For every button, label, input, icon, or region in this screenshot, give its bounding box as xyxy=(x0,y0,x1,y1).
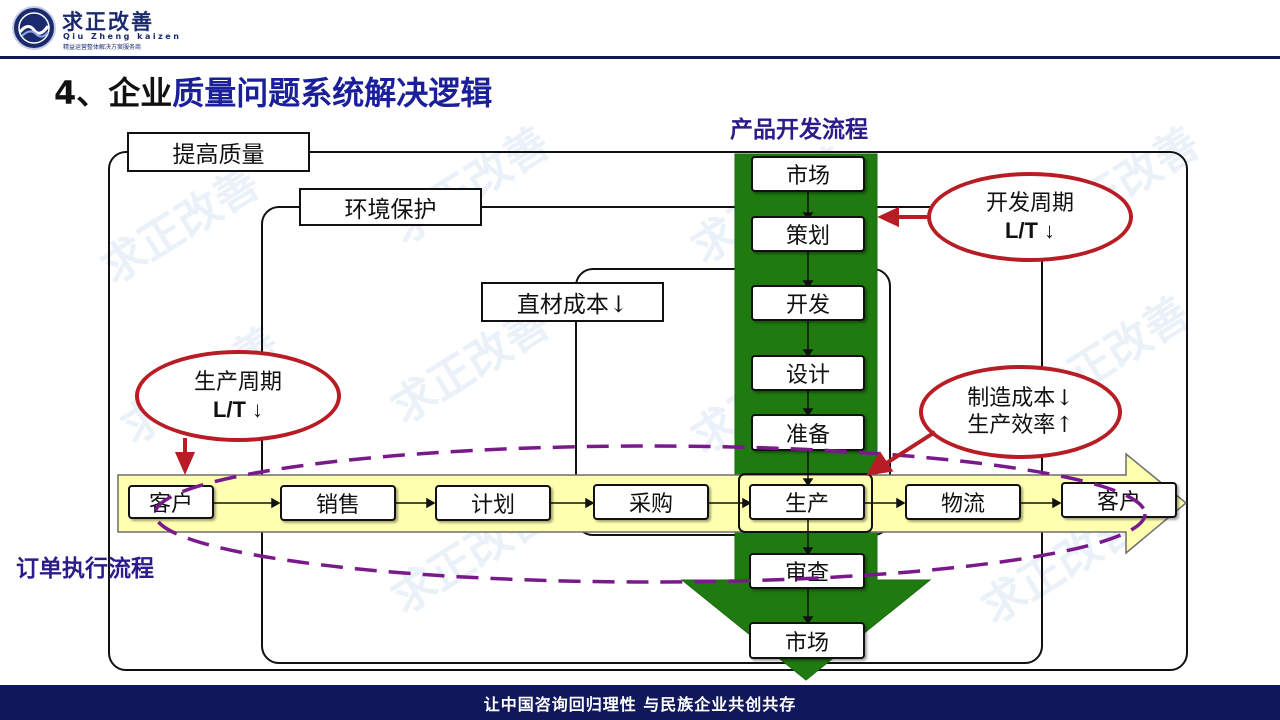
product-step-development: 开发 xyxy=(751,285,865,321)
material-cost-frame xyxy=(575,268,891,536)
order-step-planning: 计划 xyxy=(435,485,551,521)
callout-prod-cycle: 生产周期 L/T ↓ xyxy=(135,350,341,442)
logo-icon xyxy=(12,6,56,50)
product-step-review: 审查 xyxy=(749,553,865,589)
callout-prod-cycle-lt: L/T ↓ xyxy=(212,397,264,422)
production-highlight xyxy=(738,473,873,533)
order-step-customer: 客户 xyxy=(128,485,214,519)
callout-mfg-efficiency: 生产效率↑ xyxy=(967,413,1074,438)
order-flow-dashed-ellipse xyxy=(153,444,1147,584)
quality-frame xyxy=(108,151,1188,671)
footer-slogan: 让中国咨询回归理性 与民族企业共创共存 xyxy=(0,685,1280,720)
product-step-planning: 策划 xyxy=(751,216,865,252)
label-quality: 提高质量 xyxy=(127,132,310,172)
product-flow-connectors xyxy=(802,192,814,625)
order-step-purchasing: 采购 xyxy=(593,484,709,520)
product-flow-label: 产品开发流程 xyxy=(730,117,868,143)
callout-mfg: 制造成本↓ 生产效率↑ xyxy=(919,365,1122,459)
order-step-customer-end: 客户 xyxy=(1061,482,1177,518)
product-step-market-end: 市场 xyxy=(749,622,865,659)
page-title: 4、企业质量问题系统解决逻辑 xyxy=(54,68,492,114)
title-prefix: 4、企业 xyxy=(54,74,173,112)
product-step-production: 生产 xyxy=(749,484,865,520)
product-step-design: 设计 xyxy=(751,355,865,391)
brand-name-en: Qiu Zheng kaizen xyxy=(63,32,182,41)
header-divider xyxy=(0,56,1280,59)
brand-name: 求正改善 xyxy=(62,10,154,34)
callout-mfg-cost: 制造成本↓ xyxy=(967,385,1074,411)
header: 求正改善 Qiu Zheng kaizen 精益运营整体解决方案服务商 xyxy=(0,0,1280,60)
order-flow-label: 订单执行流程 xyxy=(16,556,154,582)
title-highlight: 质量问题系统解决逻辑 xyxy=(172,74,493,112)
label-environment: 环境保护 xyxy=(299,188,482,226)
order-step-logistics: 物流 xyxy=(905,484,1021,520)
callout-dev-cycle-lt: L/T ↓ xyxy=(1004,218,1056,243)
order-flow-connectors xyxy=(214,497,1062,509)
brand-tagline: 精益运营整体解决方案服务商 xyxy=(63,44,142,51)
label-material-cost: 直材成本↓ xyxy=(481,282,664,322)
callout-prod-cycle-text: 生产周期 xyxy=(193,369,282,395)
product-step-market: 市场 xyxy=(751,156,865,192)
callout-dev-cycle: 开发周期 L/T ↓ xyxy=(927,172,1133,262)
callout-dev-cycle-text: 开发周期 xyxy=(985,190,1074,216)
red-callout-arrows xyxy=(174,206,937,476)
order-step-sales: 销售 xyxy=(280,485,396,521)
